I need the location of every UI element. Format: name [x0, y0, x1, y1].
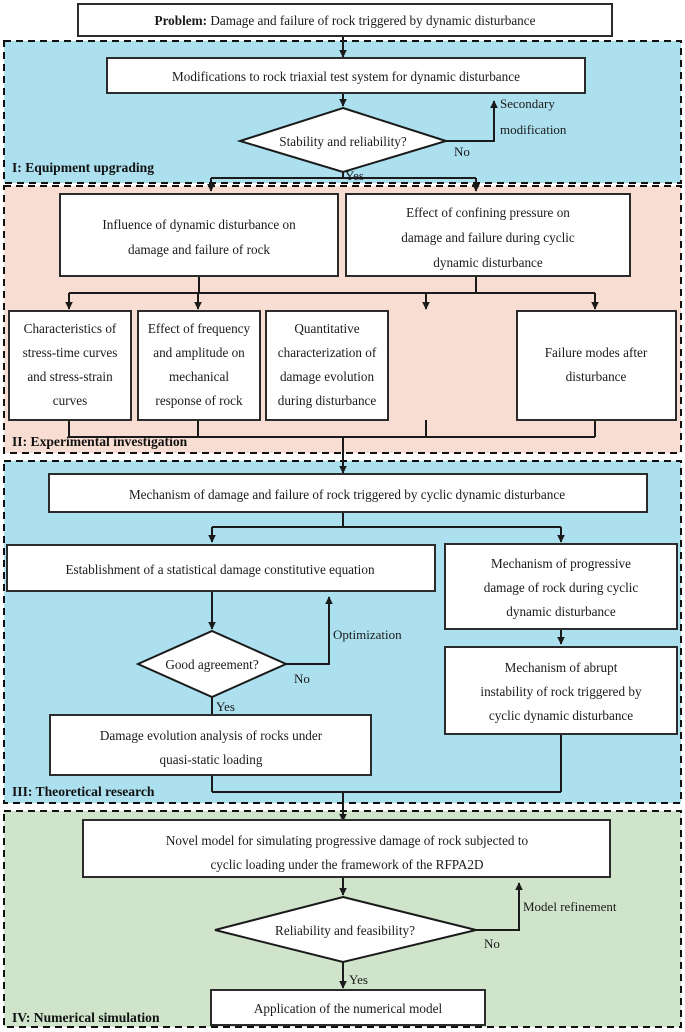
- node-damage-evolution-quasistatic: Damage evolution analysis of rocks under…: [49, 714, 372, 776]
- node-damage-evolution-line-0: Damage evolution analysis of rocks under: [100, 728, 323, 743]
- node-establishment-equation: Establishment of a statistical damage co…: [6, 544, 436, 592]
- edge-stability-no-secondary-modification: [446, 100, 498, 142]
- node-abrupt-line-2: cyclic dynamic disturbance: [489, 708, 633, 723]
- edge-label-secondary-modification-line1: Secondary: [500, 96, 555, 111]
- node-progressive-line-0: Mechanism of progressive: [491, 556, 631, 571]
- node-mechanism-abrupt: Mechanism of abrupt instability of rock …: [444, 646, 678, 735]
- node-stability-decision-line-0: Stability and reliability?: [279, 134, 407, 149]
- section-label-equipment-upgrading: I: Equipment upgrading: [12, 160, 154, 175]
- node-mechanism-line-0: Mechanism of damage and failure of rock …: [129, 487, 565, 502]
- node-mechanism-progressive: Mechanism of progressive damage of rock …: [444, 543, 678, 630]
- node-characteristics-line-3: curves: [53, 393, 87, 408]
- edge-label-good-agreement-yes: Yes: [216, 699, 235, 714]
- node-quantitative-line-0: Quantitative: [294, 321, 359, 336]
- node-quantitative-characterization: Quantitative characterization of damage …: [265, 310, 389, 421]
- node-good-agreement-line-0: Good agreement?: [165, 657, 259, 672]
- node-novel-model-line-0: Novel model for simulating progressive d…: [166, 833, 529, 848]
- node-characteristics-curves: Characteristics of stress-time curves an…: [8, 310, 132, 421]
- problem-label-rest: Damage and failure of rock triggered by …: [207, 13, 536, 28]
- node-influence-dynamic: Influence of dynamic disturbance on dama…: [59, 193, 339, 277]
- node-good-agreement-decision: Good agreement?: [135, 629, 289, 699]
- node-progressive-line-2: dynamic disturbance: [506, 604, 616, 619]
- node-stability-decision: Stability and reliability?: [236, 106, 450, 174]
- node-application-model: Application of the numerical model: [210, 989, 486, 1026]
- edge-label-optimization: Optimization: [333, 627, 402, 642]
- node-novel-model-line-1: cyclic loading under the framework of th…: [210, 857, 483, 872]
- node-effect-frequency-line-0: Effect of frequency: [148, 321, 251, 336]
- edge-label-reliability-yes: Yes: [349, 972, 368, 987]
- node-failure-modes-line-1: disturbance: [566, 369, 627, 384]
- node-quantitative-line-3: during disturbance: [278, 393, 377, 408]
- node-effect-frequency: Effect of frequency and amplitude on mec…: [137, 310, 261, 421]
- node-failure-modes: Failure modes after disturbance: [516, 310, 677, 421]
- node-effect-confining: Effect of confining pressure on damage a…: [345, 193, 631, 277]
- section-label-numerical-simulation: IV: Numerical simulation: [12, 1010, 160, 1025]
- edge-label-stability-no: No: [454, 144, 470, 159]
- node-quantitative-line-2: damage evolution: [280, 369, 375, 384]
- node-establishment-line-0: Establishment of a statistical damage co…: [65, 562, 375, 577]
- node-reliability-line-0: Reliability and feasibility?: [275, 923, 415, 938]
- node-damage-evolution-line-1: quasi-static loading: [160, 752, 263, 767]
- edge-label-stability-yes: Yes: [345, 168, 364, 183]
- node-characteristics-line-2: and stress-strain: [27, 369, 113, 384]
- node-effect-frequency-line-2: mechanical: [169, 369, 229, 384]
- node-quantitative-line-1: characterization of: [278, 345, 377, 360]
- node-effect-frequency-line-1: and amplitude on: [153, 345, 245, 360]
- node-modifications-line-0: Modifications to rock triaxial test syst…: [172, 69, 520, 84]
- node-effect-confining-line-2: dynamic disturbance: [433, 255, 543, 270]
- edge-reliability-no-model-refinement: [476, 882, 523, 931]
- node-abrupt-line-0: Mechanism of abrupt: [505, 660, 618, 675]
- node-failure-modes-line-0: Failure modes after: [545, 345, 648, 360]
- svg-text:Problem: Damage and failure of: Problem: Damage and failure of rock trig…: [155, 13, 536, 28]
- node-problem: Problem: Damage and failure of rock trig…: [77, 3, 613, 37]
- node-modifications: Modifications to rock triaxial test syst…: [106, 57, 586, 94]
- edge-good-agreement-no-optimization: [286, 596, 333, 665]
- section-label-experimental-investigation: II: Experimental investigation: [12, 434, 188, 449]
- node-progressive-line-1: damage of rock during cyclic: [484, 580, 639, 595]
- node-novel-model: Novel model for simulating progressive d…: [82, 819, 611, 878]
- node-application-line-0: Application of the numerical model: [254, 1001, 443, 1016]
- node-abrupt-line-1: instability of rock triggered by: [480, 684, 642, 699]
- node-influence-dynamic-line-0: Influence of dynamic disturbance on: [102, 217, 296, 232]
- node-effect-confining-line-1: damage and failure during cyclic: [401, 230, 575, 245]
- node-effect-confining-line-0: Effect of confining pressure on: [406, 205, 570, 220]
- problem-label-bold: Problem:: [155, 13, 208, 28]
- section-label-theoretical-research: III: Theoretical research: [12, 784, 155, 799]
- edge-label-reliability-no: No: [484, 936, 500, 951]
- node-mechanism-damage-failure: Mechanism of damage and failure of rock …: [48, 473, 648, 513]
- node-characteristics-line-0: Characteristics of: [24, 321, 117, 336]
- node-influence-dynamic-line-1: damage and failure of rock: [128, 242, 270, 257]
- node-reliability-decision: Reliability and feasibility?: [214, 895, 477, 964]
- edge-label-good-agreement-no: No: [294, 671, 310, 686]
- node-characteristics-line-1: stress-time curves: [23, 345, 118, 360]
- edge-label-model-refinement: Model refinement: [523, 899, 617, 914]
- edge-label-secondary-modification-line2: modification: [500, 122, 567, 137]
- node-effect-frequency-line-3: response of rock: [155, 393, 243, 408]
